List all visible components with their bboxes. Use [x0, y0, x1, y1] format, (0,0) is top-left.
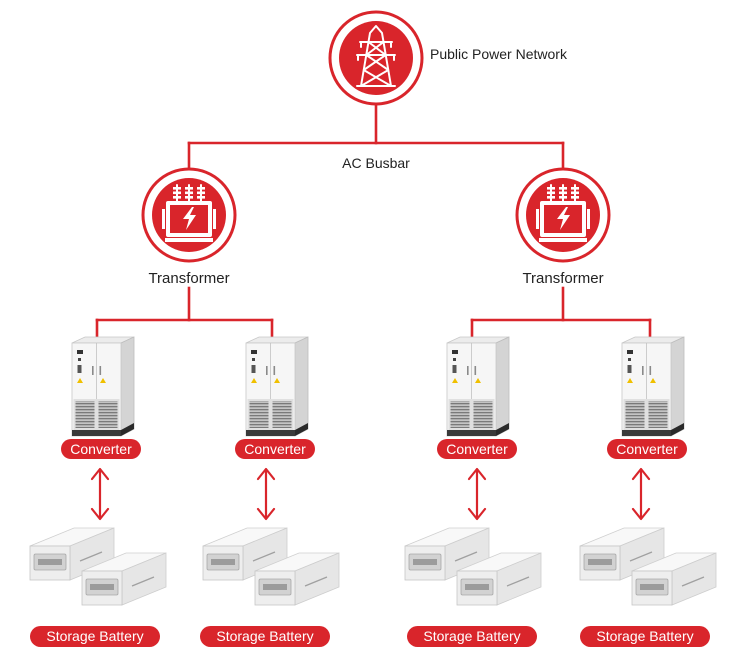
- arrow-head-up: [631, 467, 651, 481]
- converter-node: Converter: [61, 336, 141, 459]
- converter-cabinet-icon: [621, 336, 685, 437]
- busbar-wiring: AC Busbar: [187, 103, 565, 171]
- converter-label: Converter: [446, 441, 508, 457]
- converter-cabinet-icon: [245, 336, 309, 437]
- busbar-label: AC Busbar: [342, 155, 410, 171]
- converter-node: Converter: [437, 336, 517, 459]
- arrow-head-up: [467, 467, 487, 481]
- battery-badge: [407, 626, 537, 647]
- storage-battery-node: Storage Battery: [200, 527, 340, 647]
- battery-module-group: [202, 527, 340, 606]
- transformer-label: Transformer: [522, 270, 603, 287]
- converter-badge: [607, 439, 687, 459]
- double-arrow-icon: [467, 467, 487, 521]
- transmission-tower-icon: [356, 25, 396, 87]
- battery-label: Storage Battery: [46, 628, 143, 644]
- converter-badge: [437, 439, 517, 459]
- converter-cabinet-icon: [446, 336, 510, 437]
- network-label: Public Power Network: [430, 46, 568, 62]
- transformer-node: Transformer: [141, 167, 237, 287]
- converter-wiring: [95, 286, 652, 338]
- battery-label: Storage Battery: [216, 628, 313, 644]
- converter-badge: [235, 439, 315, 459]
- converter-label: Converter: [244, 441, 306, 457]
- converter-label: Converter: [616, 441, 678, 457]
- converter-node: Converter: [235, 336, 315, 459]
- battery-badge: [30, 626, 160, 647]
- storage-battery-node: Storage Battery: [404, 527, 542, 647]
- arrow-head-down: [256, 507, 276, 521]
- public-power-network-node: Public Power Network: [328, 10, 568, 106]
- double-arrow-icon: [256, 467, 276, 521]
- battery-label: Storage Battery: [596, 628, 693, 644]
- converter-cabinet-icon: [71, 336, 135, 437]
- network-disc: [339, 21, 413, 95]
- arrow-head-down: [631, 507, 651, 521]
- storage-battery-node: Storage Battery: [579, 527, 717, 647]
- battery-badge: [580, 626, 710, 647]
- arrow-head-up: [256, 467, 276, 481]
- converter-node: Converter: [607, 336, 687, 459]
- double-arrow-icon: [90, 467, 110, 521]
- arrow-head-down: [90, 507, 110, 521]
- transformer-node: Transformer: [515, 167, 611, 287]
- battery-module-group: [29, 527, 167, 606]
- arrow-head-down: [467, 507, 487, 521]
- transformer-label: Transformer: [148, 270, 229, 287]
- double-arrow-icon: [631, 467, 651, 521]
- converter-badge: [61, 439, 141, 459]
- battery-label: Storage Battery: [423, 628, 520, 644]
- arrow-head-up: [90, 467, 110, 481]
- battery-module-group: [404, 527, 542, 606]
- converter-label: Converter: [70, 441, 132, 457]
- battery-module-group: [579, 527, 717, 606]
- storage-battery-node: Storage Battery: [29, 527, 167, 647]
- battery-badge: [200, 626, 330, 647]
